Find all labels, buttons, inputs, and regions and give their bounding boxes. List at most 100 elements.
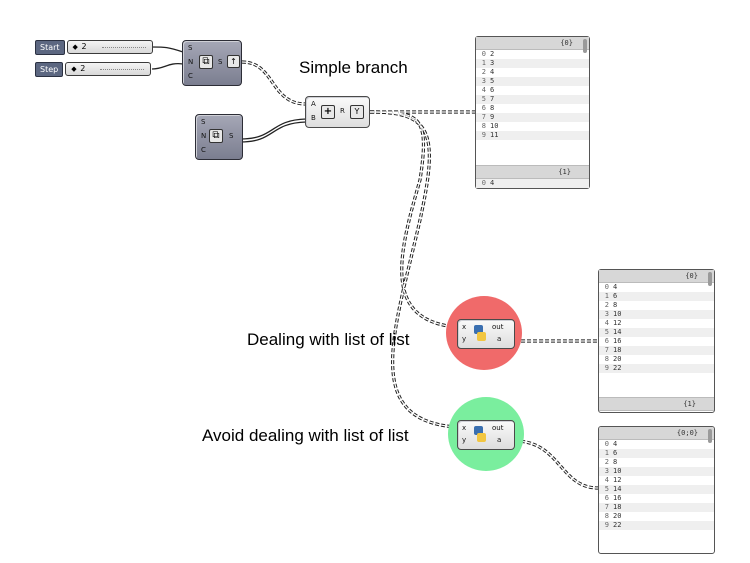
port-x[interactable]: x [462,424,467,432]
slider-start-label: Start [35,39,65,55]
row-value: 4 [613,440,618,448]
row-index: 8 [604,512,609,520]
port-n[interactable]: N [201,132,207,140]
row-value: 8 [490,104,495,112]
row-index: 8 [481,122,486,130]
row-value: 3 [490,59,495,67]
panel-row: 7 18 [599,346,714,355]
port-x[interactable]: x [462,323,467,331]
slider-start-track[interactable]: ◆ 2 [66,40,153,54]
row-index: 0 [481,50,486,58]
panel-branch-header: {0;0} [599,427,714,440]
row-index: 0 [604,440,609,448]
port-b[interactable]: B [311,114,316,122]
panel-scrollbar[interactable] [708,429,712,443]
row-value: 14 [613,328,622,336]
series-component-bottom[interactable]: S N C ⧉ S [195,114,243,160]
row-index: 2 [604,458,609,466]
row-index: 6 [481,104,486,112]
panel-scrollbar[interactable] [708,272,712,286]
slider-start[interactable]: Start ◆ 2 [35,39,153,55]
port-y[interactable]: y [462,436,467,444]
diamond-icon: ◆ [71,65,77,73]
label-simple-branch: Simple branch [299,58,408,77]
row-index: 5 [481,95,486,103]
port-out[interactable]: out [492,323,504,331]
port-a[interactable]: a [497,335,502,343]
python-component-1[interactable]: x y out a [457,319,515,349]
plus-icon: + [321,105,335,119]
port-out-s[interactable]: S [218,58,223,66]
row-value: 14 [613,485,622,493]
port-out-s[interactable]: S [229,132,234,140]
row-value: 18 [613,346,622,354]
row-index: 9 [481,131,486,139]
graft-icon: Y [350,105,364,119]
slider-rail [101,47,146,48]
row-value: 6 [490,86,495,94]
row-index: 1 [481,59,486,67]
port-a[interactable]: a [497,436,502,444]
port-c[interactable]: C [201,146,206,154]
port-n[interactable]: N [188,58,194,66]
slider-step-value: 2 [80,64,86,73]
panel-branch-header: {0} [599,270,714,283]
port-a[interactable]: A [311,100,316,108]
panel-branch-header: {0} [476,37,589,50]
wire-series-top-to-addition [241,60,307,106]
port-r[interactable]: R [340,107,345,115]
slider-step-track[interactable]: ◆ 2 [65,62,152,76]
python-component-2[interactable]: x y out a [457,420,515,450]
wire-python2-to-panel3 [514,439,599,490]
row-index: 2 [481,68,486,76]
row-index: 7 [604,503,609,511]
row-index: 7 [604,346,609,354]
row-value: 7 [490,95,495,103]
panel-branch-footer: {1} [599,397,714,411]
row-value: 12 [613,319,622,327]
slider-step[interactable]: Step ◆ 2 [35,61,152,77]
row-value: 20 [613,512,622,520]
python-icon [474,325,486,341]
port-s[interactable]: S [188,44,193,52]
series-icon: ⧉ [209,129,223,143]
slider-step-label: Step [35,61,64,77]
row-value: 10 [613,310,622,318]
port-out[interactable]: out [492,424,504,432]
label-dealing: Dealing with list of list [247,330,410,349]
row-value: 4 [490,68,495,76]
row-index: 9 [604,364,609,372]
wire-addition-to-python1 [369,110,457,329]
row-index: 6 [604,337,609,345]
wire-series-bottom-to-addition [240,118,307,140]
row-index: 1 [604,449,609,457]
port-c[interactable]: C [188,72,193,80]
row-value: 16 [613,337,622,345]
row-index: 1 [604,292,609,300]
port-s[interactable]: S [201,118,206,126]
row-index: 3 [604,467,609,475]
series-component-top[interactable]: S N C ⧉ S ↑ [182,40,242,86]
panel-scrollbar[interactable] [583,39,587,53]
addition-component[interactable]: A B + R Y [305,96,370,128]
row-index: 8 [604,355,609,363]
port-y[interactable]: y [462,335,467,343]
